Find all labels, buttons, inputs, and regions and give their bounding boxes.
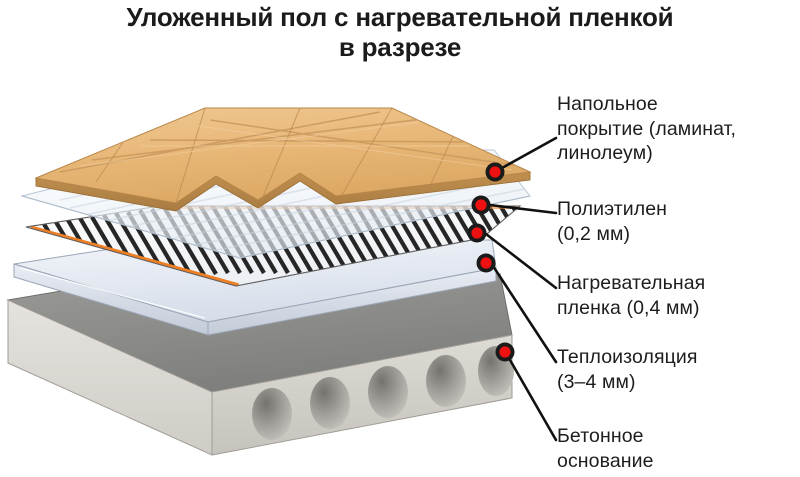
leader-floor-covering <box>500 136 558 170</box>
label-thermal-insulation: Теплоизоляция (3–4 мм) <box>557 346 698 393</box>
label-concrete-base: Бетонное основание <box>557 425 654 472</box>
leader-line-group <box>484 136 558 442</box>
leader-concrete-base <box>508 358 558 442</box>
laminate-plank-seams <box>59 108 521 203</box>
label-polyethylene: Полиэтилен (0,2 мм) <box>557 198 668 245</box>
label-floor-covering: Напольное покрытие (ламинат, линолеум) <box>557 93 737 164</box>
marker-dot-insulation[interactable] <box>476 253 496 273</box>
marker-dot-heating-film[interactable] <box>467 223 487 243</box>
layer-floor-covering <box>34 107 532 212</box>
concrete-void-group <box>252 346 514 440</box>
marker-dot-group <box>467 162 515 362</box>
marker-dot-concrete-base[interactable] <box>495 342 515 362</box>
marker-dot-floor-covering[interactable] <box>485 162 505 182</box>
leader-heating-film <box>484 232 558 290</box>
leader-insulation <box>491 264 558 364</box>
label-heating-film: Нагревательная пленка (0,4 мм) <box>557 272 706 319</box>
page-title: Уложенный пол с нагревательной пленкой в… <box>126 2 674 62</box>
marker-dot-polyethylene[interactable] <box>471 195 491 215</box>
leader-polyethylene <box>488 203 558 215</box>
